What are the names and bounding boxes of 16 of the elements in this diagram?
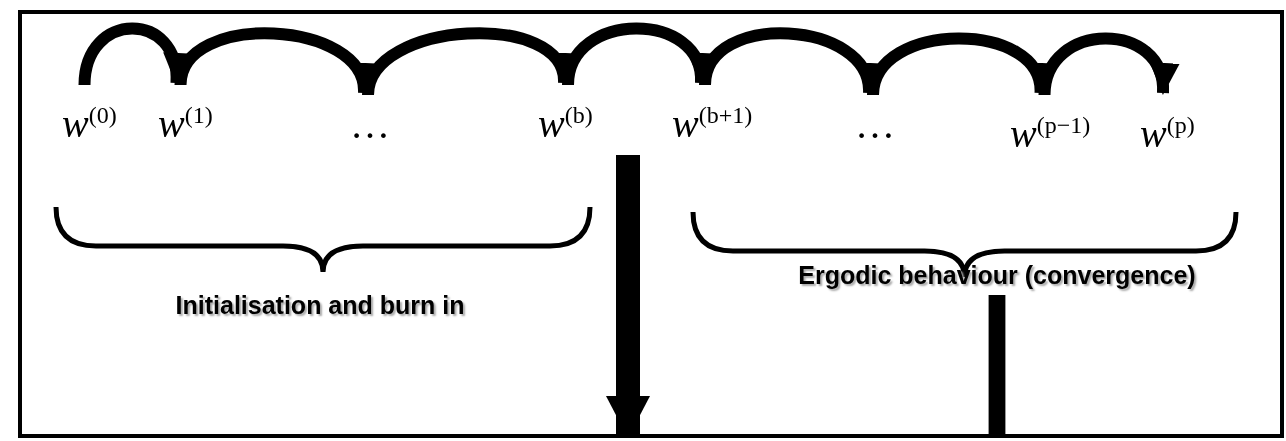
- arrow: [562, 22, 713, 86]
- chain-state: w$^{(b+1)}$: [672, 85, 782, 145]
- stage-label: Ergodic behaviour (convergence): [712, 255, 1282, 295]
- chain-state: w$^{(0)}$: [62, 85, 137, 145]
- arrow: [78, 22, 190, 86]
- chain-state: w$^{(p)}$: [1140, 95, 1230, 155]
- stage-label: Initialisation and burn in: [174, 290, 466, 321]
- arrow: [174, 27, 374, 95]
- chain-state: w$^{(p−1)}$: [1010, 95, 1125, 155]
- chain-state: w$^{(1)}$: [158, 85, 233, 145]
- arrow: [362, 27, 574, 97]
- chain-state: …: [350, 95, 410, 145]
- chain-state: w$^{(b)}$: [538, 85, 638, 145]
- chain-state: …: [855, 95, 915, 145]
- arrow: [699, 27, 880, 95]
- connector-line: [988, 295, 1006, 436]
